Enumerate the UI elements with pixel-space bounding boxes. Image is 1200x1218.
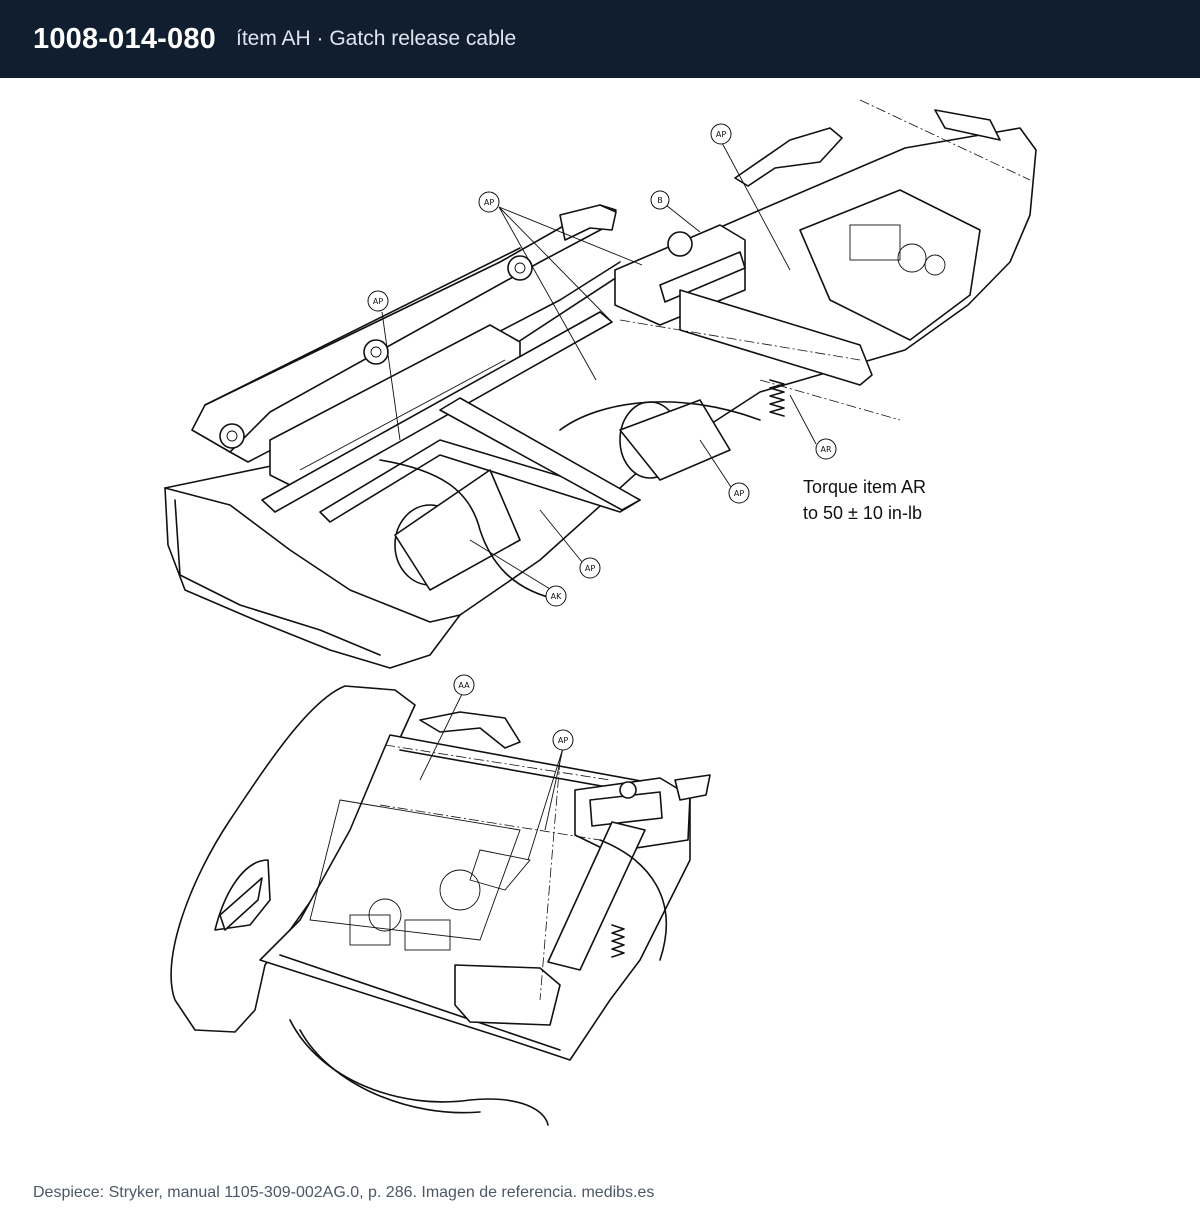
- header-bar: 1008-014-080 ítem AH · Gatch release cab…: [0, 0, 1200, 78]
- callout-ap-lower: AP: [552, 729, 574, 751]
- callout-ar: AR: [815, 438, 837, 460]
- torque-note: Torque item AR to 50 ± 10 in-lb: [803, 474, 926, 526]
- svg-text:AP: AP: [734, 489, 744, 498]
- svg-text:B: B: [657, 196, 663, 205]
- callout-b: B: [650, 190, 670, 210]
- callout-ap-bottom: AP: [579, 557, 601, 579]
- part-subtitle: ítem AH · Gatch release cable: [236, 27, 517, 50]
- svg-text:AP: AP: [373, 297, 383, 306]
- source-footer: Despiece: Stryker, manual 1105-309-002AG…: [33, 1184, 655, 1201]
- torque-note-line-2: to 50 ± 10 in-lb: [803, 503, 922, 523]
- callout-ap-left: AP: [367, 290, 389, 312]
- upper-callouts: AP B AP AP AR AP AP AK: [367, 123, 837, 607]
- exploded-view-drawing: AP B AP AP AR AP AP AK: [164, 99, 1037, 1126]
- callout-ap-upper-cluster: AP: [478, 191, 500, 213]
- torque-note-line-1: Torque item AR: [803, 477, 927, 497]
- svg-text:AP: AP: [484, 198, 494, 207]
- svg-text:AA: AA: [458, 681, 470, 690]
- part-number: 1008-014-080: [33, 22, 216, 55]
- lower-callouts: AA AP: [419, 674, 574, 861]
- callout-aa: AA: [453, 674, 475, 696]
- svg-text:AP: AP: [558, 736, 568, 745]
- lower-assembly-view: [170, 685, 711, 1126]
- callout-ap-motor: AP: [728, 482, 750, 504]
- svg-text:AP: AP: [585, 564, 595, 573]
- callout-ap-top-right: AP: [710, 123, 732, 145]
- svg-text:AR: AR: [820, 445, 831, 454]
- callout-ak: AK: [545, 585, 567, 607]
- upper-assembly-view: [164, 99, 1037, 669]
- svg-text:AK: AK: [551, 592, 562, 601]
- svg-text:AP: AP: [716, 130, 726, 139]
